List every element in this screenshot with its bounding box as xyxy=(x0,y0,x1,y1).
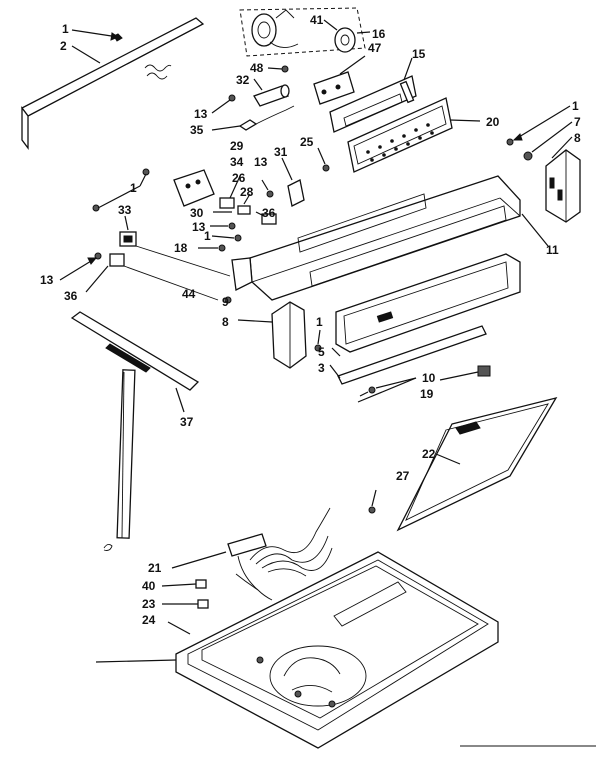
callout-47: 47 xyxy=(368,41,382,55)
callout-33: 33 xyxy=(118,203,132,217)
callout-48: 48 xyxy=(250,61,264,75)
callout-18: 18 xyxy=(174,241,188,255)
console-frame-part xyxy=(329,75,417,133)
callout-8b: 8 xyxy=(222,315,229,329)
callout-31: 31 xyxy=(274,145,288,159)
callout-15: 15 xyxy=(412,47,426,61)
left-end-panel-part xyxy=(224,296,307,369)
callout-28: 28 xyxy=(240,185,254,199)
callout-1e: 1 xyxy=(316,315,323,329)
callout-30: 30 xyxy=(190,206,204,220)
backsplash-insert-part xyxy=(347,97,453,173)
callout-34: 34 xyxy=(230,155,244,169)
callout-41: 41 xyxy=(310,13,324,27)
callout-32: 32 xyxy=(236,73,250,87)
callout-labels: 1 2 41 16 47 48 32 15 13 35 20 1 7 8 25 … xyxy=(40,13,581,627)
callout-26: 26 xyxy=(232,171,246,185)
callout-36a: 36 xyxy=(262,206,276,220)
callout-5: 5 xyxy=(318,345,325,359)
callout-36b: 36 xyxy=(64,289,78,303)
callout-2: 2 xyxy=(60,39,67,53)
callout-37: 37 xyxy=(180,415,194,429)
switch-part xyxy=(266,179,305,207)
back-panel-part xyxy=(21,17,205,150)
front-panel-part xyxy=(314,253,521,394)
callout-3: 3 xyxy=(318,361,325,375)
callout-16: 16 xyxy=(372,27,386,41)
callout-13a: 13 xyxy=(194,107,208,121)
callout-25: 25 xyxy=(300,135,314,149)
callout-11: 11 xyxy=(546,243,559,257)
callout-10: 10 xyxy=(422,371,436,385)
switch-plate-part xyxy=(281,65,355,105)
callout-1b: 1 xyxy=(572,99,579,113)
end-cap-part xyxy=(506,138,581,223)
callout-27: 27 xyxy=(396,469,410,483)
callout-7: 7 xyxy=(574,115,581,129)
callout-1d: 1 xyxy=(204,229,211,243)
callout-9: 9 xyxy=(222,295,229,309)
callout-13b: 13 xyxy=(254,155,268,169)
console-housing-part xyxy=(231,175,521,301)
callout-19: 19 xyxy=(420,387,434,401)
callout-13d: 13 xyxy=(40,273,54,287)
callout-23: 23 xyxy=(142,597,156,611)
control-bracket-part xyxy=(173,169,277,252)
access-panel-part xyxy=(368,396,558,532)
callout-40: 40 xyxy=(142,579,156,593)
support-rod-part xyxy=(70,311,200,539)
callout-44: 44 xyxy=(182,287,196,301)
callout-13c: 13 xyxy=(192,220,206,234)
timer-motor-part xyxy=(239,7,366,57)
callout-8: 8 xyxy=(574,131,581,145)
callout-1: 1 xyxy=(62,22,69,36)
top-base-part xyxy=(175,551,499,749)
callout-21: 21 xyxy=(148,561,162,575)
callout-22: 22 xyxy=(422,447,436,461)
callout-20: 20 xyxy=(486,115,500,129)
wire-harness-part xyxy=(195,507,333,609)
callout-35: 35 xyxy=(190,123,204,137)
callout-29: 29 xyxy=(230,139,244,153)
callout-1c: 1 xyxy=(130,181,137,195)
callout-24: 24 xyxy=(142,613,156,627)
capacitor-part xyxy=(228,84,295,131)
